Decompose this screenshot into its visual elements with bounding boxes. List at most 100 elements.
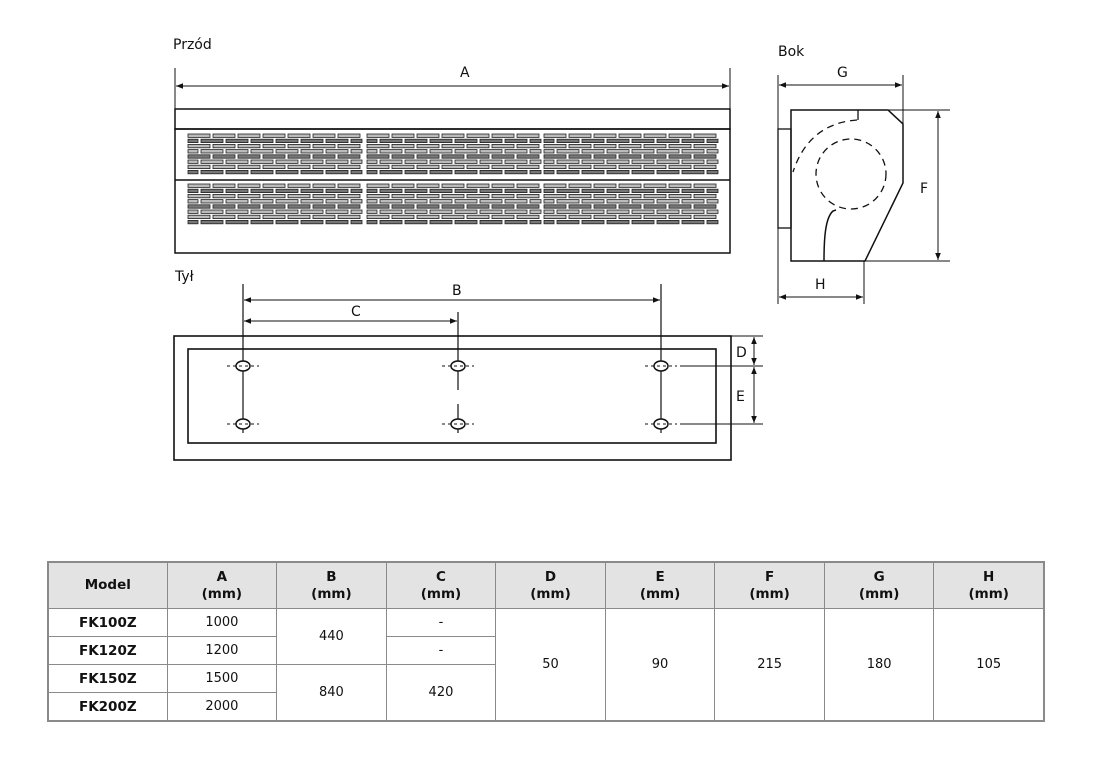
grille-slot [568,214,592,219]
grille-slot [491,183,515,188]
grille-slot [581,169,605,175]
grille-slot [618,193,642,199]
grille-slot [300,219,324,225]
grille-slot [416,143,440,149]
grille-slot [187,193,211,199]
grille-slot [706,209,719,214]
grille-slot [404,138,428,143]
grille-slot [187,154,211,159]
grille-slot [350,138,363,143]
grille-slot [212,183,236,188]
grille-slot [441,154,465,159]
header-unit: (mm) [201,585,243,602]
grille-slot [300,138,324,143]
grille-slot [212,154,236,159]
grille-slot [250,149,274,154]
grille-slot [212,204,236,209]
grille-slot [187,188,199,193]
grille-slot [466,204,490,209]
technical-drawing: Przód A Bok G F H [173,37,950,461]
grille-slot [379,188,403,193]
grille-slot [656,188,680,193]
grille-slot [300,149,324,154]
grille-slot [391,183,415,188]
grille-slot [593,133,617,138]
grille-slot [556,159,580,164]
grille-slot [300,159,324,164]
grille-slot [262,164,286,169]
grille-slot [350,149,363,154]
grille-slot [466,183,490,188]
grille-slot [312,214,336,219]
grille-slot [581,188,605,193]
grille-slot [543,138,555,143]
grille-slot [416,214,440,219]
grille-slot [543,209,555,214]
front-view: Przód A [173,37,731,254]
grille-slot [350,199,363,204]
grille-slot [706,219,719,225]
grille-slot [212,164,236,169]
grille-slot [556,169,580,175]
grille-slot [337,193,361,199]
grille-slot [237,183,261,188]
header-label: E [655,568,665,585]
grille-slot [237,164,261,169]
grille-slot [568,133,592,138]
grille-slot [681,209,705,214]
cell-f: 215 [714,608,825,722]
grille-slot [275,169,299,175]
grille-slot [287,143,311,149]
header-label: H [983,568,995,585]
dimension-label-d: D [736,345,747,361]
grille-slot [350,209,363,214]
cell-h: 105 [933,608,1045,722]
grille-slot [606,209,630,214]
grille-slot [366,164,390,169]
grille-slot [479,169,503,175]
grille-slot [350,159,363,164]
grille-slot [643,183,667,188]
header-model: Model [47,561,168,609]
grille-slot [466,143,490,149]
grille-slot [429,188,453,193]
grille-slot [543,159,555,164]
cell-model: FK120Z [47,636,168,665]
grille-slot [200,188,224,193]
grille-slot [543,133,567,138]
grille-slot [312,204,336,209]
grille-slot [593,154,617,159]
grille-slot [312,143,336,149]
grille-slot [262,183,286,188]
grille-slot [366,138,378,143]
grille-slot [693,154,717,159]
grille-slot [454,199,478,204]
grille-slot [543,183,567,188]
grille-slot [504,219,528,225]
grille-slot [404,159,428,164]
grille-slot [618,143,642,149]
grille-slot [631,159,655,164]
grille-slot [454,169,478,175]
grille-slot [262,143,286,149]
grille-slot [479,219,503,225]
grille-slot [631,138,655,143]
grille-slot [350,169,363,175]
grille-slot [466,214,490,219]
mounting-holes [227,360,677,430]
grille-slot [631,188,655,193]
grille-slot [187,138,199,143]
grille-slot [693,204,717,209]
rear-outer-frame [173,335,732,461]
header-unit: (mm) [749,585,790,602]
grille-pattern [187,133,719,225]
grille-slot [366,149,378,154]
grille-slot [479,138,503,143]
grille-slot [187,204,211,209]
grille-slot [479,159,503,164]
header-a: A(mm) [166,561,278,609]
grille-slot [668,133,692,138]
grille-slot [543,219,555,225]
grille-slot [237,133,261,138]
cell-c: 420 [385,664,497,722]
